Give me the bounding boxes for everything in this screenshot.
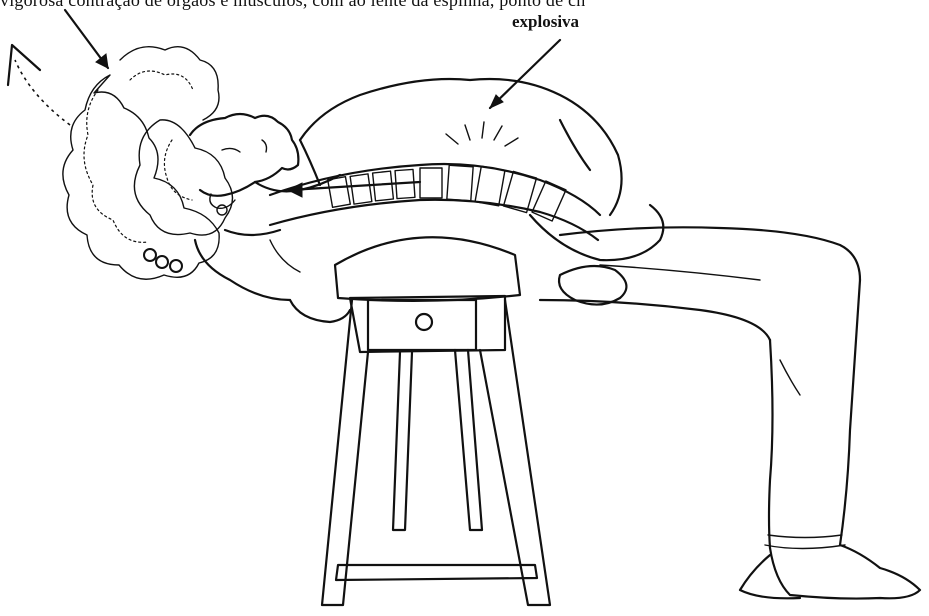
- neck: [225, 175, 340, 235]
- foot-front: [770, 545, 920, 599]
- shin-front: [840, 280, 860, 545]
- stool-leg-front-right: [480, 300, 550, 605]
- radiating-lines: [446, 122, 518, 146]
- curved-arrow-head: [8, 45, 40, 85]
- stool-seat: [335, 237, 520, 301]
- stool: [322, 237, 550, 605]
- callout-arrow-icon: [490, 40, 560, 108]
- stool-stretcher: [336, 565, 537, 580]
- thigh-bottom: [540, 300, 770, 340]
- stool-leg-back-left: [393, 352, 412, 530]
- stool-drawer: [368, 300, 476, 350]
- stool-leg-back-right: [455, 350, 482, 530]
- vertebrae: [328, 165, 566, 221]
- stool-apron: [350, 296, 505, 352]
- hip-joint: [559, 266, 626, 305]
- nose: [262, 140, 267, 152]
- face-profile: [190, 114, 298, 196]
- foot-back: [740, 555, 800, 598]
- hair: [63, 47, 233, 280]
- head: [190, 114, 298, 215]
- spine-top: [270, 164, 600, 215]
- curved-arrow-icon: [15, 60, 70, 125]
- closed-eye: [222, 148, 240, 152]
- drawer-knob: [416, 314, 432, 330]
- thigh-top: [560, 227, 860, 280]
- legs: [540, 227, 920, 598]
- stool-leg-front-left: [322, 300, 368, 605]
- shin-back: [769, 340, 773, 548]
- earring: [217, 205, 227, 215]
